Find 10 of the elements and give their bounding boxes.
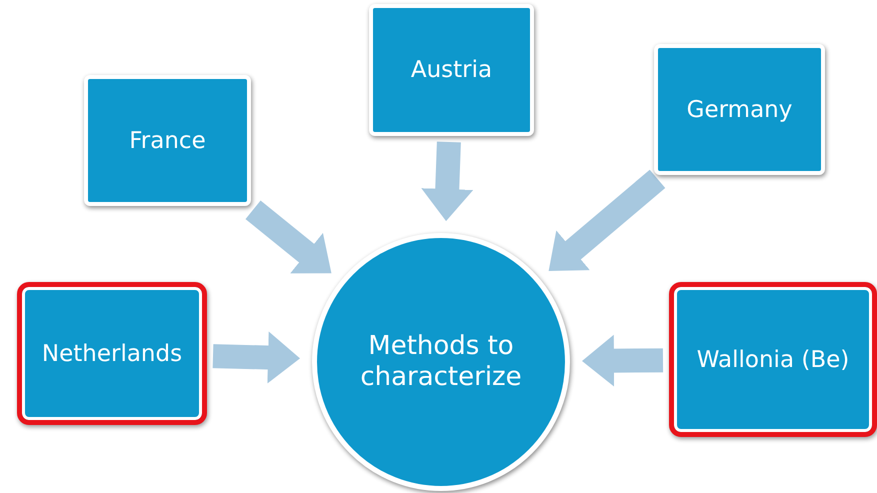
node-label: Wallonia (Be) bbox=[696, 346, 850, 372]
block-arrow bbox=[212, 332, 300, 384]
node-label: Austria bbox=[410, 57, 492, 83]
highlighted-box bbox=[669, 282, 877, 437]
highlighted-box bbox=[17, 282, 207, 425]
node-label: France bbox=[129, 128, 206, 154]
node-label: Netherlands bbox=[42, 340, 182, 366]
block-arrow bbox=[421, 142, 474, 222]
node-label: Methods to characterize bbox=[359, 330, 523, 394]
node-label: Germany bbox=[686, 96, 792, 122]
